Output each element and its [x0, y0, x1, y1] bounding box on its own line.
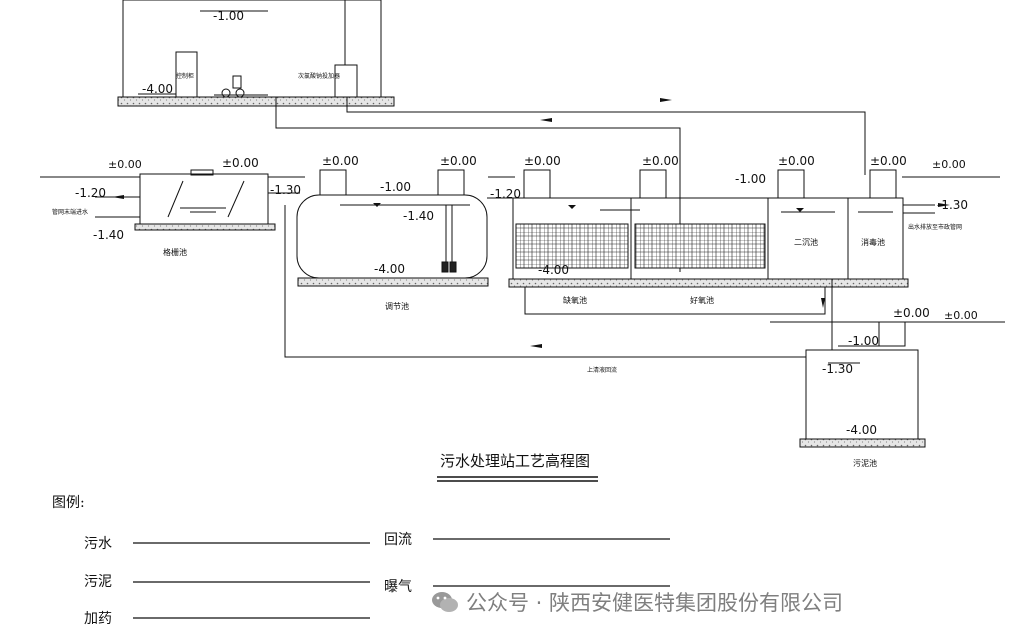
level-ground: ±0.00: [524, 154, 561, 168]
label-secondary-tank: 二沉池: [794, 237, 818, 247]
legend-sewage-label: 污水: [84, 536, 112, 552]
legend-title: 图例:: [52, 495, 85, 511]
label-aerobic-tank: 好氧池: [690, 295, 714, 305]
return-pipe: [284, 205, 826, 358]
label-chlorine-dosing: 次氯酸钠投加器: [298, 72, 340, 80]
watermark: 公众号 · 陕西安健医特集团股份有限公司: [430, 589, 1010, 615]
level-ground: ±0.00: [944, 309, 978, 322]
level-outlet: -1.30: [937, 198, 968, 212]
level-ground: ±0.00: [893, 306, 930, 320]
level-bio-in: -1.20: [490, 187, 521, 201]
label-outlet-note: 出水排放至市政管网: [908, 223, 962, 231]
level-screen-out: -1.30: [270, 183, 301, 197]
watermark-text: 公众号 · 陕西安健医特集团股份有限公司: [466, 591, 844, 615]
level-sludge-floor: -4.00: [846, 423, 877, 437]
label-inlet: 管网末端进水: [52, 208, 88, 216]
level-sludge-top: -1.00: [848, 334, 879, 348]
level-eq-floor: -4.00: [374, 262, 405, 276]
level-labels: -1.00 -4.00 ±0.00 ±0.00 ±0.00 ±0.00 ±0.0…: [75, 9, 978, 437]
pump-icon: [214, 75, 268, 98]
label-return-flow: 上清液回流: [587, 366, 617, 374]
equipment-room: [117, 0, 395, 107]
level-sludge-mid: -1.30: [822, 362, 853, 376]
level-ground: ±0.00: [440, 154, 477, 168]
level-eq-mid: -1.40: [403, 209, 434, 223]
level-inlet: -1.20: [75, 186, 106, 200]
level-ground: ±0.00: [222, 156, 259, 170]
label-sludge-tank: 污泥池: [853, 458, 877, 468]
level-ground: ±0.00: [642, 154, 679, 168]
screen-tank: [95, 169, 276, 231]
level-ground: ±0.00: [932, 158, 966, 171]
dosing-pipe: [275, 97, 866, 272]
level-room-floor: -4.00: [142, 82, 173, 96]
chlorine-dosing-unit: [334, 64, 358, 98]
label-equalization-tank: 调节池: [385, 301, 409, 311]
diagram-title: 污水处理站工艺高程图: [440, 452, 590, 470]
legend-return-label: 回流: [384, 532, 412, 548]
legend-lines: [133, 538, 670, 619]
legend-sludge-label: 污泥: [84, 574, 112, 590]
label-anoxic-tank: 缺氧池: [563, 295, 587, 305]
level-ground: ±0.00: [108, 158, 142, 171]
sludge-tank: [799, 279, 926, 448]
level-ground: ±0.00: [322, 154, 359, 168]
label-screen-tank: 格栅池: [163, 247, 187, 257]
label-control-cabinet: 控制柜: [176, 72, 194, 80]
unit-labels: 格栅池 调节池 缺氧池 好氧池 二沉池 消毒池 污泥池 控制柜 次氯酸钠投加器 …: [52, 72, 962, 468]
equalization-tank: [268, 192, 518, 287]
flow-arrows: [112, 98, 950, 348]
legend-aeration-label: 曝气: [384, 579, 412, 595]
wechat-icon: [432, 592, 458, 612]
level-ground: ±0.00: [778, 154, 815, 168]
label-disinfection-tank: 消毒池: [861, 237, 885, 247]
level-room-top: -1.00: [213, 9, 244, 23]
level-bio-top: -1.00: [735, 172, 766, 186]
level-ground: ±0.00: [870, 154, 907, 168]
manholes: [319, 169, 906, 347]
level-inlet-bottom: -1.40: [93, 228, 124, 242]
control-cabinet: [175, 51, 198, 98]
level-eq-top: -1.00: [380, 180, 411, 194]
legend-dosing-label: 加药: [84, 611, 112, 627]
bio-treatment-tank: [508, 197, 935, 288]
level-bio-floor: -4.00: [538, 263, 569, 277]
